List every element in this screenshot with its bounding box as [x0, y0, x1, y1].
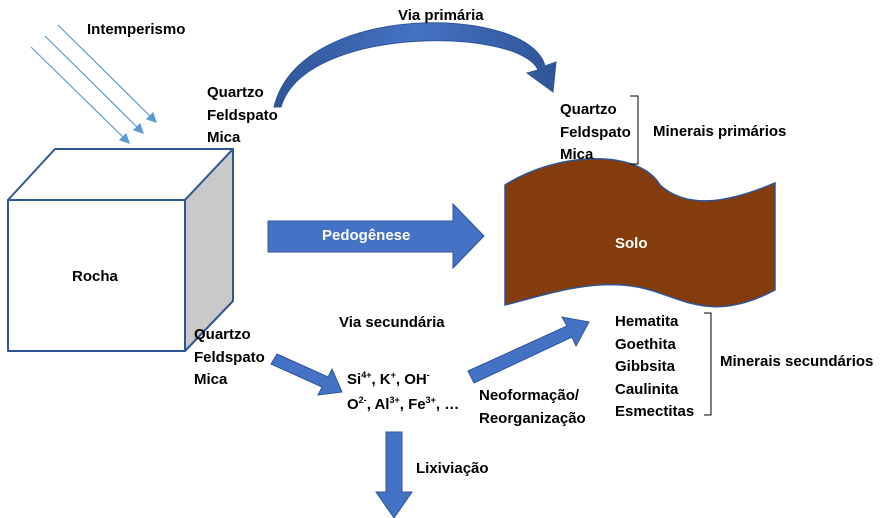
neoformation-line-1: Neoformação/: [479, 387, 580, 404]
ion-oh: OH-: [404, 370, 430, 389]
mineral-quartz: Quartzo: [207, 84, 264, 101]
pedogenesis-arrow: [267, 202, 485, 270]
primary-minerals-label: Minerais primários: [653, 123, 787, 140]
ion-al: Al3+,: [374, 395, 409, 414]
mineral-kaolinite: Caulinita: [615, 380, 679, 398]
weathering-ray-head: [132, 122, 144, 134]
leaching-arrow: [375, 431, 413, 518]
rock-to-ions-arrow: [270, 353, 343, 396]
weathering-ray-head: [118, 132, 130, 144]
secondary-path-label: Via secundária: [339, 314, 445, 331]
mineral-goethite: Goethita: [615, 335, 676, 353]
mineral-hematite: Hematita: [615, 313, 679, 330]
mineral-feldspar: Feldspato: [560, 123, 631, 141]
ions-to-soil-arrow: [467, 316, 590, 384]
primary-path-arrow: [273, 22, 557, 108]
soil-secondary-minerals: Hematita Goethita Gibbsita Caulinita Esm…: [615, 311, 694, 424]
neoformation-label: Neoformação/ Reorganização: [479, 385, 586, 430]
weathering-rays: [30, 24, 157, 144]
secondary-minerals-bracket: [704, 312, 712, 416]
mineral-quartz: Quartzo: [194, 326, 251, 343]
primary-minerals-bracket: [630, 95, 639, 165]
rock-cube: [7, 148, 234, 352]
ions-line-1: Si4+, K+, OH-: [347, 369, 430, 391]
neoformation-line-2: Reorganização: [479, 409, 586, 427]
mineral-feldspar: Feldspato: [194, 348, 265, 366]
soil-primary-minerals: Quartzo Feldspato Mica: [560, 99, 631, 167]
rock-minerals-top: Quartzo Feldspato Mica: [207, 82, 278, 150]
mineral-mica: Mica: [194, 371, 228, 388]
primary-path-label: Via primária: [398, 7, 484, 24]
weathering-label: Intemperismo: [87, 21, 186, 38]
mineral-mica: Mica: [207, 129, 241, 146]
leaching-label: Lixiviação: [416, 460, 489, 477]
rock-front-face: [7, 199, 186, 352]
ion-o: O2-,: [347, 395, 375, 414]
soil-label: Solo: [615, 235, 648, 252]
weathering-ray: [44, 35, 140, 130]
rock-minerals-bottom: Quartzo Feldspato Mica: [194, 324, 265, 392]
mineral-feldspar: Feldspato: [207, 106, 278, 124]
mineral-gibbsite: Gibbsita: [615, 358, 676, 375]
soil-shape: [504, 158, 776, 308]
mineral-mica: Mica: [560, 146, 594, 163]
rock-label: Rocha: [72, 268, 118, 285]
weathering-ray-head: [145, 111, 157, 123]
ion-si: Si4+,: [347, 370, 380, 389]
pedogenesis-label: Pedogênese: [322, 227, 411, 244]
mineral-smectites: Esmectitas: [615, 403, 695, 420]
secondary-minerals-label: Minerais secundários: [720, 353, 874, 370]
weathering-ray: [57, 24, 153, 119]
ion-k: K+,: [379, 370, 405, 389]
mineral-quartz: Quartzo: [560, 101, 617, 118]
ion-fe: Fe3+, …: [408, 395, 460, 414]
ions-line-2: O2-, Al3+, Fe3+, …: [347, 394, 459, 416]
weathering-ray: [30, 46, 126, 140]
